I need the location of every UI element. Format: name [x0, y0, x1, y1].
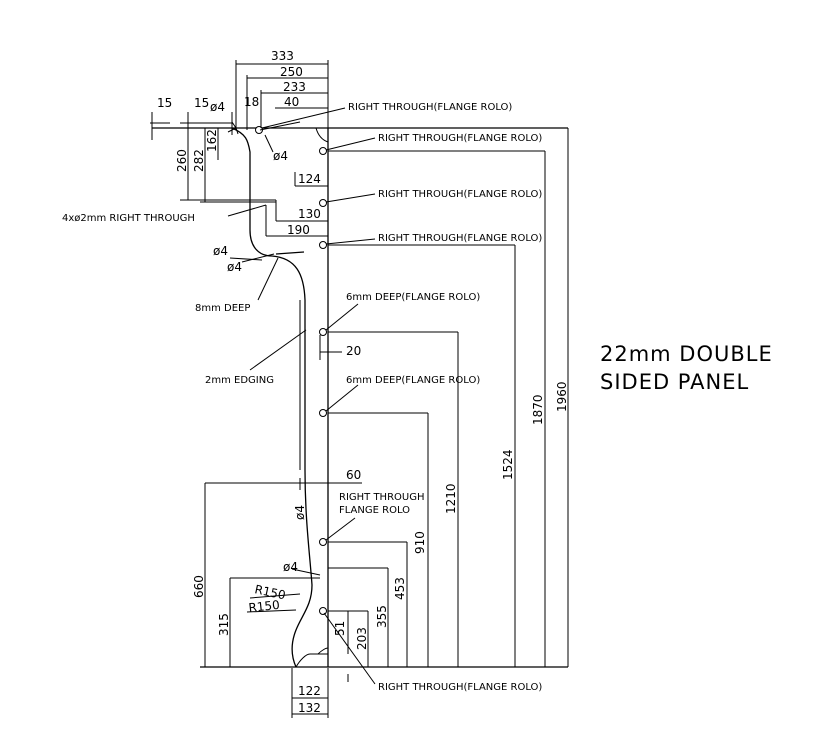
middle-dimensions — [230, 335, 362, 613]
dim-130: 130 — [298, 207, 321, 221]
hole-3 — [319, 241, 327, 249]
dim-40: 40 — [284, 95, 299, 109]
note-four-holes: 4xø2mm RIGHT THROUGH — [62, 213, 195, 224]
note-8mm-deep: 8mm DEEP — [195, 303, 250, 314]
dim-453: 453 — [393, 577, 407, 600]
vertical-dimension-lines — [204, 128, 569, 682]
hole-5 — [319, 409, 327, 417]
dim-355: 355 — [375, 605, 389, 628]
panel-title-line-2: SIDED PANEL — [600, 370, 749, 394]
note-6mm-deep-1: 6mm DEEP(FLANGE ROLO) — [346, 292, 480, 303]
panel-title-line-1: 22mm DOUBLE — [600, 342, 773, 366]
note-6mm-deep-2: 6mm DEEP(FLANGE ROLO) — [346, 375, 480, 386]
note-rt-1: RIGHT THROUGH(FLANGE ROLO) — [348, 102, 512, 113]
hole-4 — [319, 328, 327, 336]
dim-260: 260 — [175, 149, 189, 172]
note-rt-4: RIGHT THROUGH(FLANGE ROLO) — [378, 233, 542, 244]
dim-1870: 1870 — [531, 394, 545, 425]
hole-2 — [319, 199, 327, 207]
hole-7 — [319, 607, 327, 615]
dim-r150-b: R150 — [248, 598, 281, 615]
dim-282: 282 — [192, 149, 206, 172]
dim-190: 190 — [287, 223, 310, 237]
dim-15-left: 15 — [157, 96, 172, 110]
hole-1 — [319, 147, 327, 155]
dim-phi4-left: ø4 — [273, 149, 288, 163]
left-dimensions — [180, 128, 328, 237]
dim-15-right: 15 — [194, 96, 209, 110]
bottom-dimensions — [291, 668, 329, 718]
note-rt-2: RIGHT THROUGH(FLANGE ROLO) — [378, 133, 542, 144]
note-2mm-edging: 2mm EDGING — [205, 375, 274, 386]
dim-122: 122 — [298, 684, 321, 698]
dim-162: 162 — [205, 129, 219, 152]
dim-60: 60 — [346, 468, 361, 482]
dim-51: 51 — [333, 621, 347, 636]
dim-phi4-top: ø4 — [210, 100, 225, 114]
dim-phi4-lower: ø4 — [283, 560, 298, 574]
dim-phi4-b: ø4 — [227, 260, 242, 274]
dim-phi4-a: ø4 — [213, 244, 228, 258]
note-rt-bottom: RIGHT THROUGH(FLANGE ROLO) — [378, 682, 542, 693]
panel-outline — [152, 127, 568, 668]
dim-18: 18 — [244, 95, 259, 109]
dim-315: 315 — [217, 613, 231, 636]
dim-250: 250 — [280, 65, 303, 79]
dim-910: 910 — [413, 531, 427, 554]
note-rt-flange-b: FLANGE ROLO — [339, 505, 410, 516]
dim-660: 660 — [192, 575, 206, 598]
dim-1960: 1960 — [555, 381, 569, 412]
leaders — [229, 107, 376, 685]
dim-20: 20 — [346, 344, 361, 358]
dim-233: 233 — [283, 80, 306, 94]
dim-1210: 1210 — [444, 483, 458, 514]
dim-124: 124 — [298, 172, 321, 186]
note-rt-3: RIGHT THROUGH(FLANGE ROLO) — [378, 189, 542, 200]
note-rt-flange-a: RIGHT THROUGH — [339, 492, 425, 503]
dim-1524: 1524 — [501, 449, 515, 480]
dim-phi4-vertical: ø4 — [293, 505, 307, 520]
dim-132: 132 — [298, 701, 321, 715]
hole-6 — [319, 538, 327, 546]
dim-r150-a: R150 — [253, 582, 286, 602]
dim-333: 333 — [271, 49, 294, 63]
dim-203: 203 — [355, 627, 369, 650]
